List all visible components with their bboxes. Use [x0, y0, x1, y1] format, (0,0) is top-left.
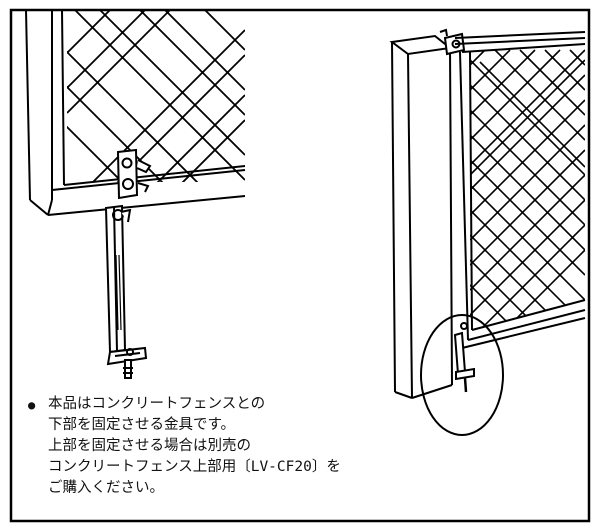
note-line-5: ご購入ください。 [48, 480, 164, 496]
note-line-4: コンクリートフェンス上部用〔LV-CF20〕を [48, 459, 341, 475]
note-line-3: 上部を固定させる場合は別売の [48, 438, 251, 454]
note-line-1: 本品はコンクリートフェンスとの [48, 396, 266, 412]
bullet-icon: ● [28, 398, 36, 412]
left-detail [25, 9, 246, 379]
note-line-2: 下部を固定させる金具です。 [48, 417, 236, 433]
outer-frame [9, 8, 591, 523]
product-note: ● 本品はコンクリートフェンスとの 下部を固定させる金具です。 上部を固定させる… [28, 394, 416, 499]
callout-ellipse [420, 314, 504, 436]
right-overview [389, 28, 586, 436]
